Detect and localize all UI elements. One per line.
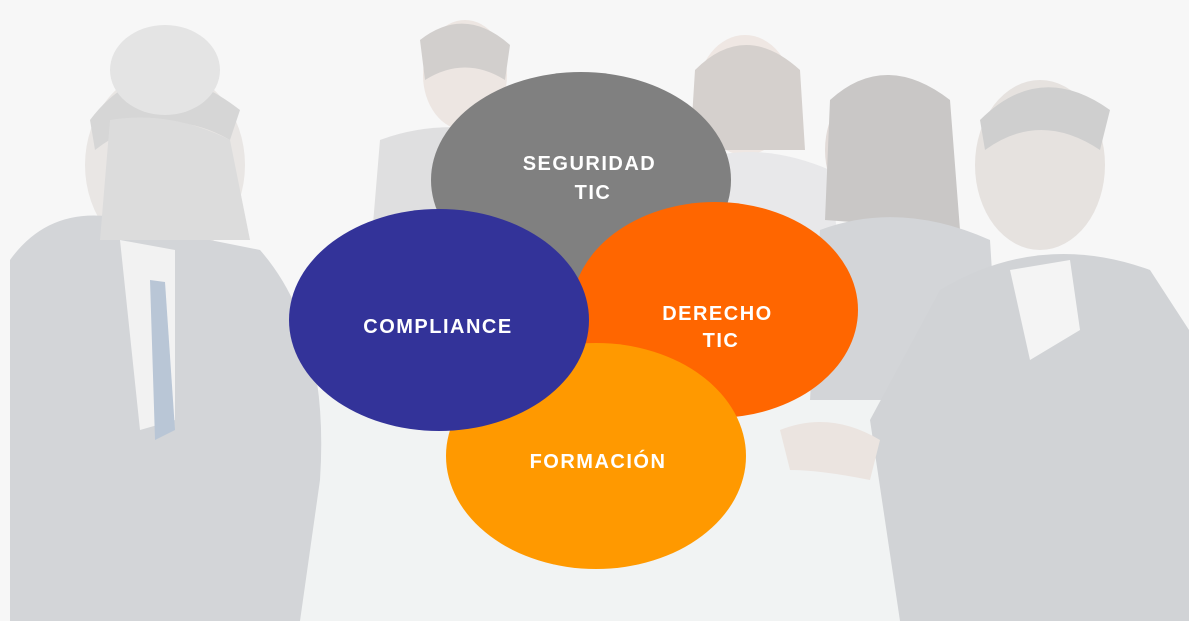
node-compliance <box>289 209 589 431</box>
node-seguridad-label-line2: TIC <box>575 182 612 204</box>
person-right-man <box>780 80 1189 621</box>
node-compliance-label: COMPLIANCE <box>363 316 512 338</box>
node-formacion-label: FORMACIÓN <box>530 449 667 473</box>
node-derecho-label: DERECHO TIC <box>662 303 780 352</box>
node-formacion-label-line1: FORMACIÓN <box>530 449 667 473</box>
ellipse-diagram: SEGURIDAD TIC DERECHO TIC COMPLIANCE FOR… <box>289 72 858 569</box>
node-compliance-label-line1: COMPLIANCE <box>363 316 512 338</box>
node-seguridad-label: SEGURIDAD TIC <box>523 153 664 204</box>
node-derecho-label-line2: TIC <box>703 330 740 352</box>
node-seguridad-label-line1: SEGURIDAD <box>523 153 657 175</box>
node-derecho-label-line1: DERECHO <box>662 303 773 325</box>
person-back-left <box>100 25 250 240</box>
